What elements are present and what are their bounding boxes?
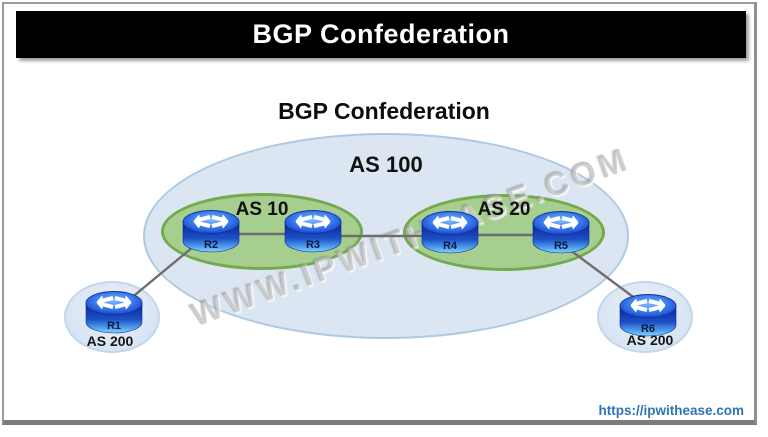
router-r5: R5 xyxy=(531,208,591,258)
as20-label: AS 20 xyxy=(477,199,531,220)
router-label: R2 xyxy=(203,239,219,251)
router-label: R5 xyxy=(553,240,569,252)
router-r2: R2 xyxy=(181,207,241,257)
router-r6: R6 xyxy=(618,291,678,341)
footer-website-link[interactable]: https://ipwithease.com xyxy=(598,403,744,418)
as200-right-label: AS 200 xyxy=(626,332,674,348)
router-label: R6 xyxy=(640,323,656,335)
router-label: R1 xyxy=(106,320,122,332)
router-r4: R4 xyxy=(420,208,480,258)
router-r1: R1 xyxy=(84,288,144,338)
as200-left-label: AS 200 xyxy=(86,333,134,349)
router-label: R3 xyxy=(305,239,321,251)
router-r3: R3 xyxy=(283,207,343,257)
header-bar: BGP Confederation xyxy=(16,11,746,58)
as100-label: AS 100 xyxy=(349,152,423,177)
router-label: R4 xyxy=(442,240,458,252)
as10-label: AS 10 xyxy=(235,199,289,220)
diagram-title: BGP Confederation xyxy=(278,98,490,124)
header-title: BGP Confederation xyxy=(252,19,510,49)
